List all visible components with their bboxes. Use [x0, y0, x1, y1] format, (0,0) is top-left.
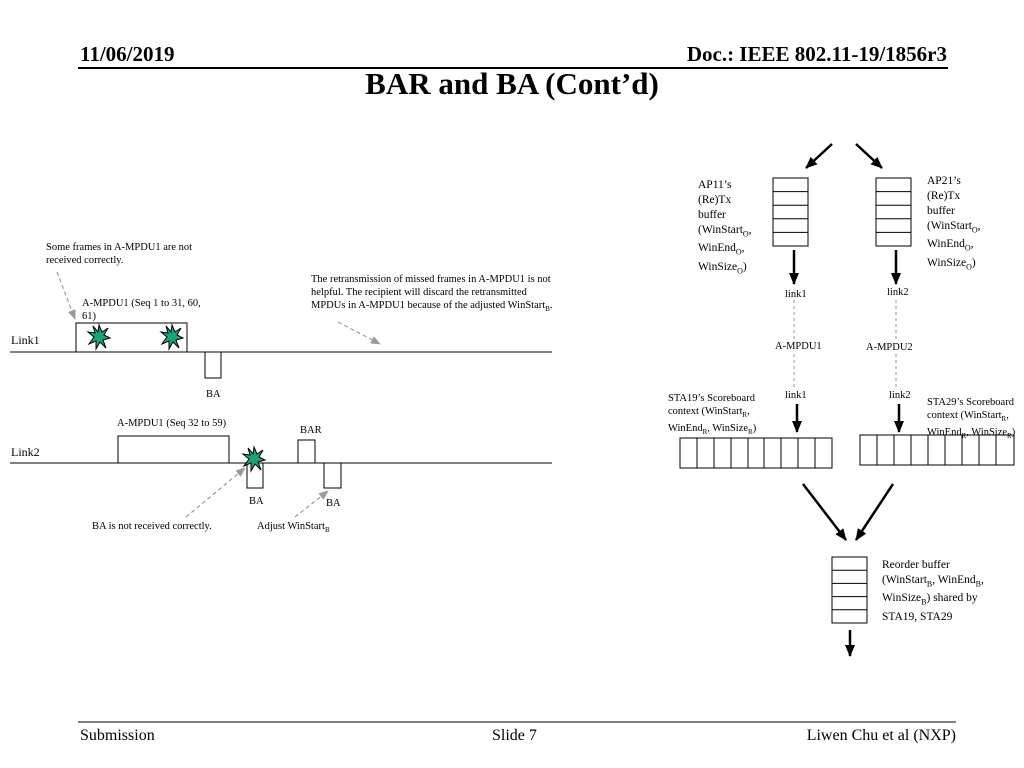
sta29-scoreboard	[859, 434, 1015, 466]
callout-arrow	[294, 490, 329, 518]
link1-top-label: link1	[785, 289, 807, 300]
ampdu2-right-label: A-MPDU2	[866, 341, 913, 354]
link2-bottom-label: link2	[889, 389, 911, 402]
bar-frame	[297, 439, 316, 464]
footer-submission: Submission	[80, 727, 155, 744]
ap21-tx-buffer	[875, 177, 912, 247]
sta19-scoreboard-label: STA19’s Scoreboard context (WinStartR, W…	[668, 393, 757, 437]
ba-link2-label-a: BA	[249, 496, 264, 507]
link2-top-label: link2	[887, 287, 909, 298]
merge-arrow	[854, 483, 895, 541]
reorder-buffer	[831, 556, 868, 624]
callout-arrow	[337, 321, 381, 345]
split-arrow	[805, 143, 833, 169]
ampdu1-link2-label: A-MPDU1 (Seq 32 to 59)	[117, 418, 227, 429]
header-rule	[78, 67, 948, 69]
header-doc-id: Doc.: IEEE 802.11-19/1856r3	[686, 42, 947, 66]
ap11-buffer-label: AP11’s (Re)Tx buffer (WinStartO, WinEndO…	[698, 179, 752, 275]
ampdu1-right-label: A-MPDU1	[775, 340, 822, 353]
link2-label: Link2	[11, 445, 40, 459]
ba-link2-frame-a	[246, 462, 264, 489]
split-arrow	[855, 143, 883, 169]
error-burst-icon	[241, 445, 267, 473]
note-retransmission: The retransmission of missed frames in A…	[311, 274, 553, 314]
sta19-scoreboard	[679, 437, 833, 469]
bar-label: BAR	[300, 425, 322, 436]
note-adjust-winstart: Adjust WinStartB	[257, 521, 330, 535]
note-some-frames: Some frames in A-MPDU1 are not received …	[46, 242, 193, 266]
callout-arrow	[185, 467, 246, 518]
header-date: 11/06/2019	[80, 42, 175, 66]
link1-label: Link1	[11, 333, 40, 347]
ampdu1-link1-label: A-MPDU1 (Seq 1 to 31, 60, 61)	[82, 298, 201, 322]
link1-bottom-label: link1	[785, 389, 807, 402]
ap11-tx-buffer	[772, 177, 809, 247]
ap21-buffer-label: AP21’s (Re)Tx buffer (WinStartO, WinEndO…	[927, 175, 981, 271]
ba-link2-label-b: BA	[326, 498, 341, 509]
footer-author: Liwen Chu et al (NXP)	[806, 727, 956, 744]
error-burst-icon	[159, 323, 185, 351]
note-ba-not-received: BA is not received correctly.	[92, 521, 212, 532]
error-burst-icon	[86, 323, 112, 351]
ba-link1-frame	[204, 351, 222, 379]
merge-arrow	[802, 483, 847, 541]
ba-link1-label: BA	[206, 389, 221, 400]
ba-link2-frame-b	[323, 462, 342, 489]
sta29-scoreboard-label: STA29’s Scoreboard context (WinStartR, W…	[927, 397, 1016, 441]
footer-slide-number: Slide 7	[492, 727, 537, 744]
reorder-buffer-label: Reorder buffer (WinStartB, WinEndB, WinS…	[882, 559, 984, 623]
slide-title: BAR and BA (Cont’d)	[365, 66, 659, 101]
ampdu1-link2-frame	[117, 435, 230, 464]
callout-arrow	[56, 271, 76, 320]
